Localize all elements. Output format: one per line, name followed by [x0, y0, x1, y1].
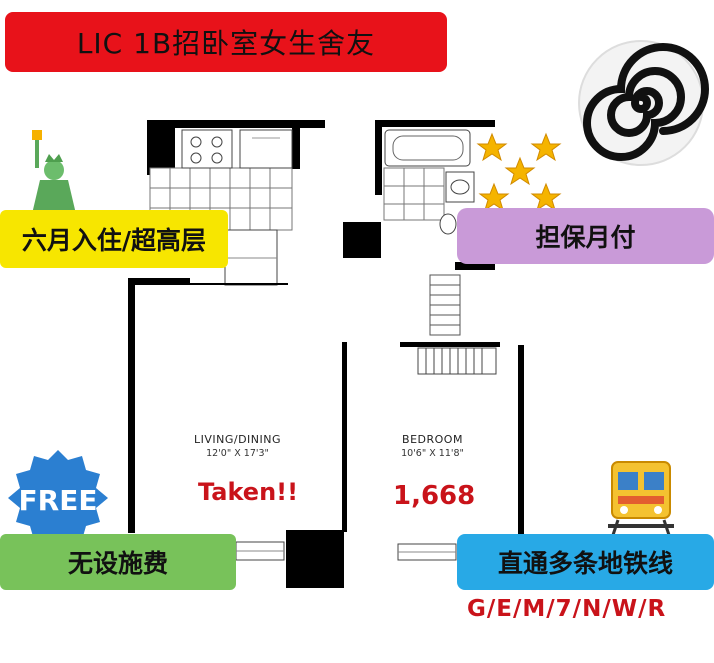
no-fee-tag: 无设施费 [0, 534, 236, 590]
stars-icon [476, 132, 562, 212]
statue-of-liberty-icon [28, 130, 80, 220]
free-badge-text: FREE [18, 484, 98, 517]
guarantee-text: 担保月付 [535, 223, 636, 252]
living-room-label: LIVING/DINING [193, 433, 282, 446]
move-in-text: 六月入住/超高层 [21, 226, 207, 255]
subway-text: 直通多条地铁线 [497, 549, 673, 578]
subway-lines: G/E/M/7/N/W/R [467, 596, 667, 622]
listing-title-banner: LIC 1B招卧室女生舍友 [5, 12, 447, 72]
subway-tag: 直通多条地铁线 [457, 534, 714, 590]
guarantee-tag: 担保月付 [457, 208, 714, 264]
move-in-tag: 六月入住/超高层 [0, 210, 228, 268]
bedroom-label: BEDROOM [402, 433, 463, 446]
spiral-logo-icon [578, 40, 709, 166]
train-icon [608, 461, 674, 539]
living-room-dims: 12'0" X 17'3" [206, 448, 269, 459]
no-fee-text: 无设施费 [67, 549, 168, 578]
bedroom-dims: 10'6" X 11'8" [401, 448, 464, 459]
living-room-status: Taken!! [198, 478, 299, 506]
listing-title: LIC 1B招卧室女生舍友 [76, 27, 376, 60]
free-badge-icon [8, 450, 108, 546]
bedroom-price: 1,668 [393, 481, 476, 511]
